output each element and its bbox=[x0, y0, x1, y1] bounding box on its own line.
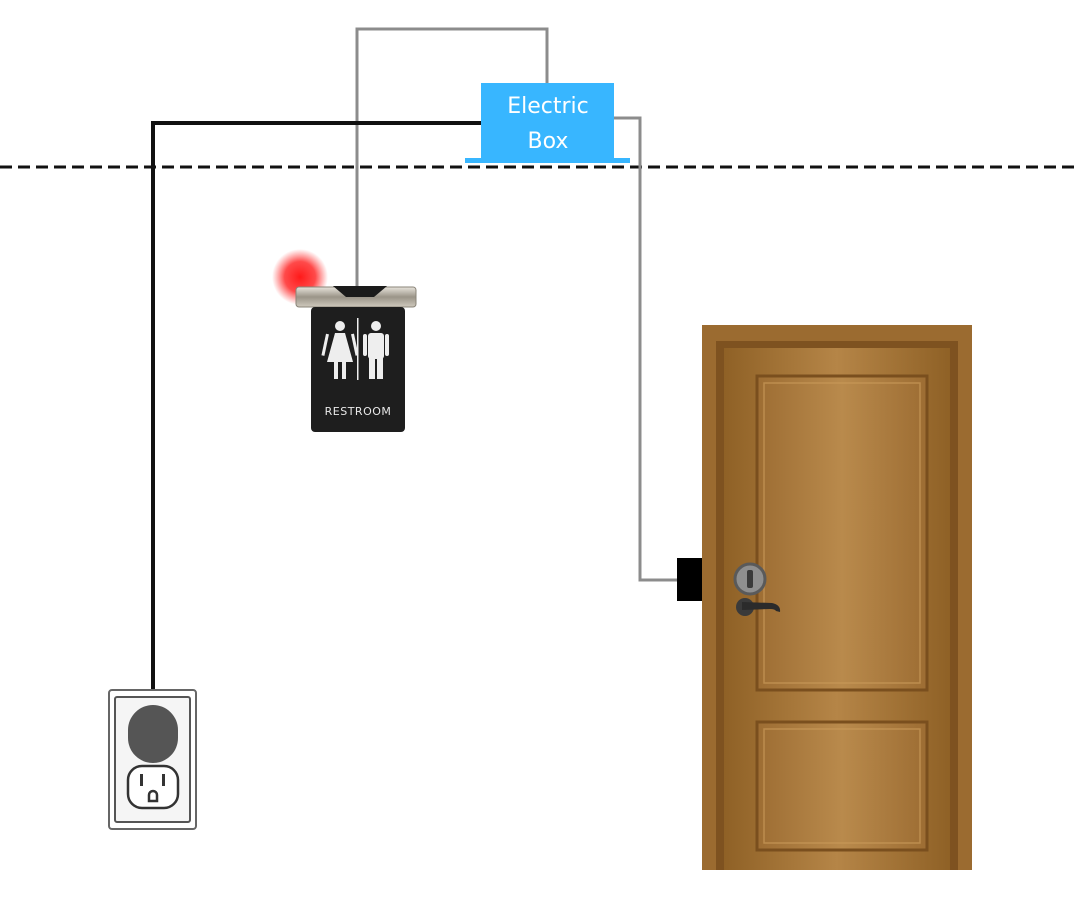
electric-box-body bbox=[481, 83, 614, 160]
plug-icon bbox=[128, 705, 178, 763]
woman-icon bbox=[321, 321, 359, 379]
receptacle-slot-left bbox=[140, 774, 143, 786]
deadbolt-thumb bbox=[747, 570, 753, 588]
restroom-sign: RESTROOM bbox=[272, 249, 417, 432]
electric-box-label-line2: Box bbox=[528, 129, 569, 154]
door-panel-top-inset bbox=[763, 382, 921, 684]
receptacle-ground bbox=[147, 789, 159, 803]
door-panel-bottom-inset bbox=[763, 728, 921, 844]
electric-door-lock bbox=[677, 558, 702, 601]
receptacle-slot-right bbox=[162, 774, 165, 786]
black-wire-to-outlet bbox=[151, 121, 482, 712]
door-handle-icon bbox=[742, 602, 781, 612]
sign-label: RESTROOM bbox=[325, 405, 392, 418]
door-panel-top bbox=[755, 374, 929, 692]
gray-wire-to-door-lock bbox=[614, 116, 678, 582]
sign-mount-clip bbox=[333, 286, 387, 297]
door bbox=[677, 325, 972, 870]
electric-box-label-line1: Electric bbox=[507, 94, 589, 119]
door-panel-bottom bbox=[755, 720, 929, 852]
electric-box: Electric Box bbox=[465, 83, 630, 163]
sign-divider bbox=[357, 318, 359, 380]
gray-wire-to-sign bbox=[355, 27, 549, 287]
wall-outlet bbox=[108, 689, 197, 830]
man-icon bbox=[363, 321, 389, 379]
electric-box-ledge bbox=[465, 158, 630, 163]
